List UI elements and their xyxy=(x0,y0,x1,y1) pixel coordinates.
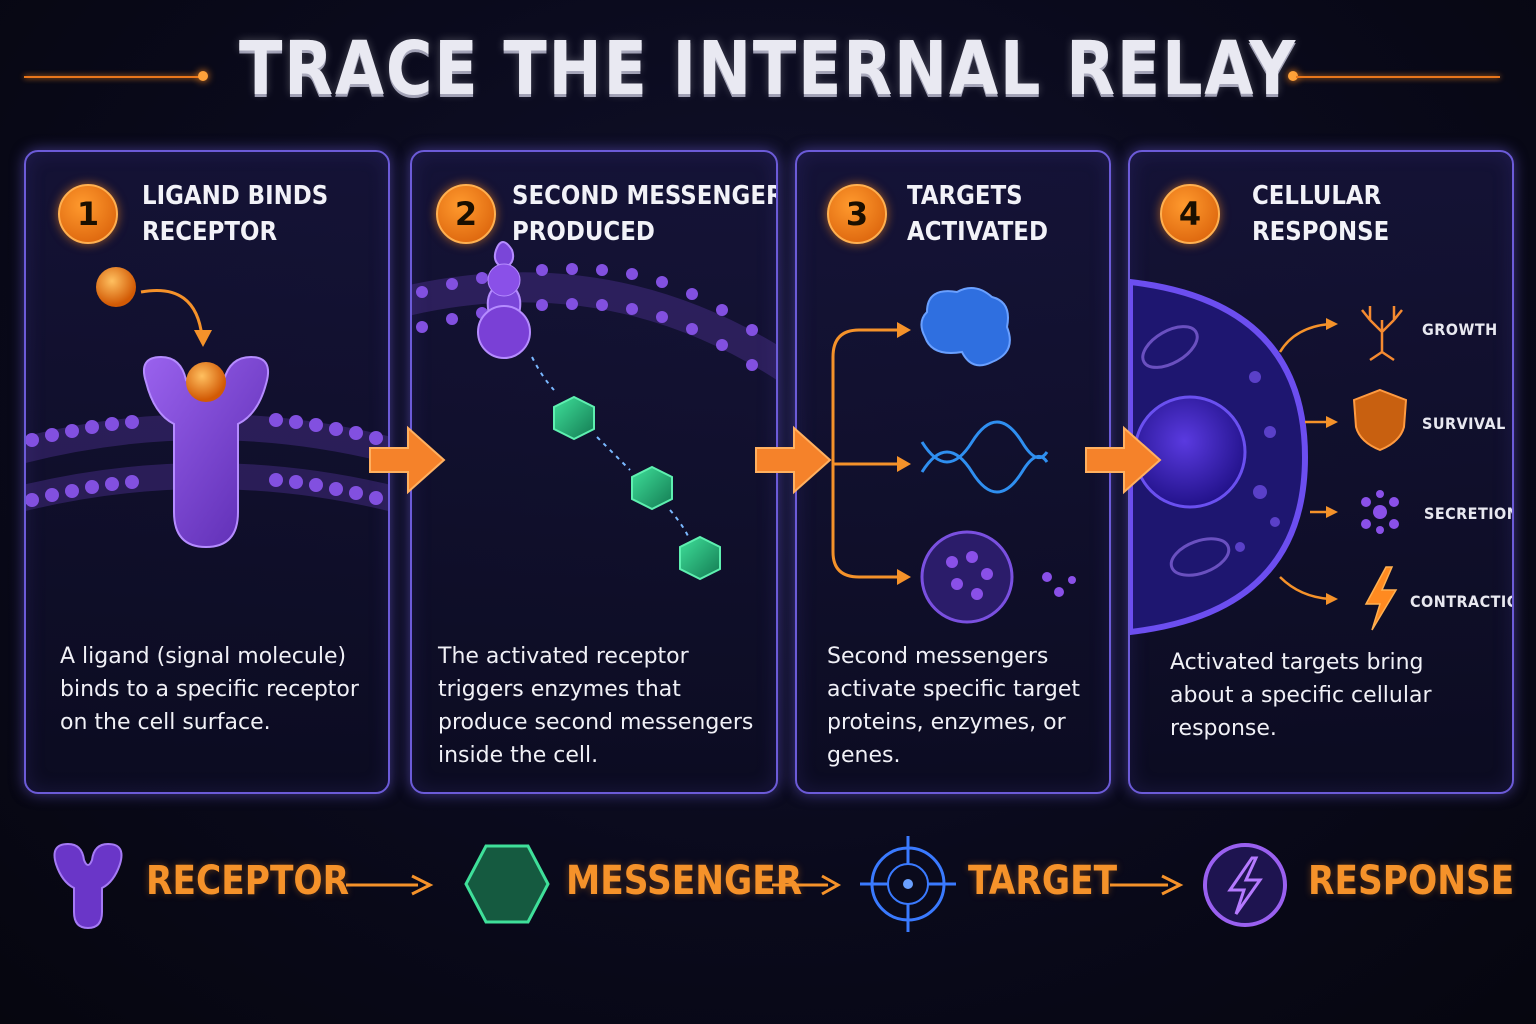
step-number-1: 1 xyxy=(58,184,118,244)
bound-ligand xyxy=(186,362,226,402)
response-contraction-label: CONTRACTION xyxy=(1410,592,1514,611)
response-secretion-label: SECRETION xyxy=(1424,504,1514,523)
legend-receptor-label: RECEPTOR xyxy=(146,858,349,904)
step-arrow-1 xyxy=(366,420,450,500)
step-arrow-2 xyxy=(752,420,836,500)
messenger-path xyxy=(532,357,688,536)
shield-icon xyxy=(1354,390,1406,450)
target-vesicle xyxy=(922,532,1012,622)
legend-response-label: RESPONSE xyxy=(1308,858,1514,904)
step-description-1: A ligand (signal molecule)binds to a spe… xyxy=(60,640,370,739)
membrane-arc xyxy=(412,287,776,372)
lightning-icon xyxy=(1366,567,1396,630)
step-number-3: 3 xyxy=(827,184,887,244)
branching-arrows xyxy=(833,330,901,577)
step-number-4: 4 xyxy=(1160,184,1220,244)
title-line-right xyxy=(1296,76,1500,78)
crosshair-icon xyxy=(858,834,958,934)
free-ligand xyxy=(96,267,136,307)
page-title: TRACE THE INTERNAL RELAY xyxy=(108,26,1429,112)
response-survival-label: SURVIVAL xyxy=(1422,414,1506,433)
legend-target-label: TARGET xyxy=(968,858,1117,904)
legend-arrow-2 xyxy=(770,870,842,900)
secretion-icon xyxy=(1361,490,1399,534)
hexagon-icon xyxy=(462,842,552,926)
response-growth-label: GROWTH xyxy=(1422,320,1498,339)
receptor-icon xyxy=(48,838,128,932)
growth-icon xyxy=(1362,306,1402,360)
step-arrow-3 xyxy=(1082,420,1166,500)
target-protein xyxy=(921,288,1009,365)
legend-arrow-3 xyxy=(1108,870,1184,900)
messenger-hexagons xyxy=(554,397,720,579)
step-number-2: 2 xyxy=(436,184,496,244)
target-dna xyxy=(922,422,1047,492)
binding-arrow xyxy=(141,290,202,337)
legend-arrow-1 xyxy=(344,870,434,900)
legend-messenger-label: MESSENGER xyxy=(566,858,802,904)
lightning-icon xyxy=(1200,840,1290,930)
